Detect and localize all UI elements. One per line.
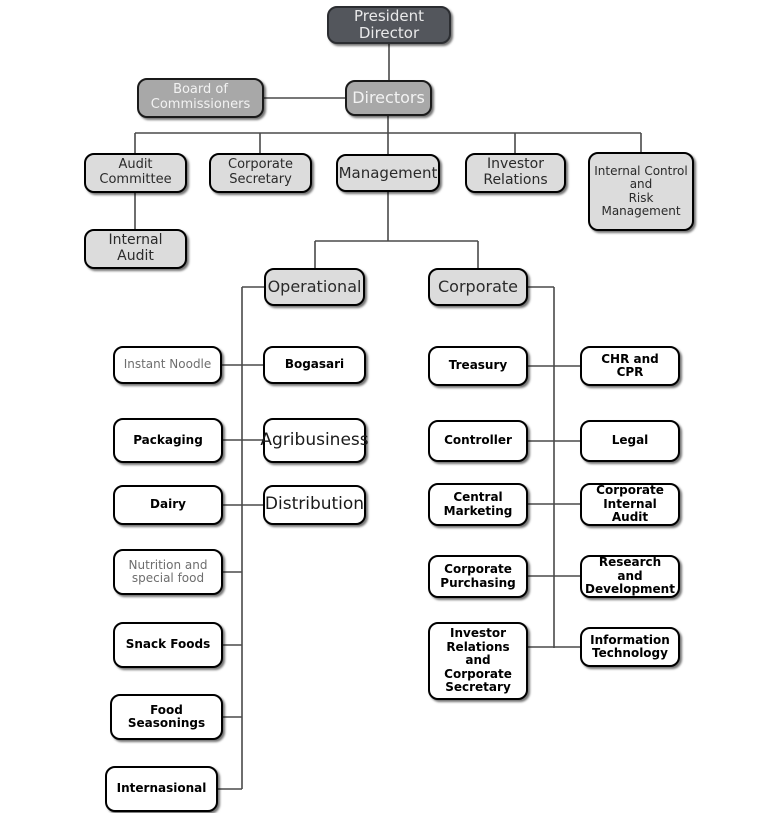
node-packaging[interactable]: Packaging bbox=[113, 418, 223, 463]
node-label-instant-noodle: Instant Noodle bbox=[123, 357, 212, 372]
node-agribusiness[interactable]: Agribusiness bbox=[260, 418, 369, 463]
node-president-director[interactable]: President Director bbox=[327, 6, 451, 44]
node-label-dairy: Dairy bbox=[150, 497, 186, 512]
node-label-directors: Directors bbox=[352, 88, 425, 108]
node-internasional[interactable]: Internasional bbox=[105, 766, 218, 812]
node-label-food-seasonings: Food Seasonings bbox=[127, 702, 206, 730]
node-operational[interactable]: Operational bbox=[264, 268, 365, 306]
node-dairy[interactable]: Dairy bbox=[113, 485, 223, 525]
node-chr-and-cpr[interactable]: CHR and CPR bbox=[580, 346, 680, 386]
node-food-seasonings[interactable]: Food Seasonings bbox=[110, 694, 223, 740]
node-label-internasional: Internasional bbox=[116, 781, 207, 796]
node-label-management: Management bbox=[338, 163, 438, 182]
node-instant-noodle[interactable]: Instant Noodle bbox=[113, 346, 222, 384]
node-label-agribusiness: Agribusiness bbox=[260, 429, 369, 450]
node-label-bogasari: Bogasari bbox=[284, 357, 345, 372]
node-directors[interactable]: Directors bbox=[345, 80, 432, 116]
node-corporate[interactable]: Corporate bbox=[428, 268, 528, 306]
node-legal[interactable]: Legal bbox=[580, 420, 680, 462]
node-bogasari[interactable]: Bogasari bbox=[263, 346, 366, 384]
node-distribution[interactable]: Distribution bbox=[263, 485, 366, 525]
node-label-controller: Controller bbox=[444, 433, 512, 448]
node-label-treasury: Treasury bbox=[448, 358, 508, 373]
node-label-operational: Operational bbox=[267, 277, 362, 297]
node-label-packaging: Packaging bbox=[133, 432, 203, 447]
node-label-distribution: Distribution bbox=[264, 494, 365, 515]
node-snack-foods[interactable]: Snack Foods bbox=[113, 622, 223, 668]
node-controller[interactable]: Controller bbox=[428, 420, 528, 462]
node-label-corporate: Corporate bbox=[438, 277, 518, 297]
node-label-legal: Legal bbox=[611, 433, 649, 448]
node-label-chr-and-cpr: CHR and CPR bbox=[601, 351, 659, 379]
node-management[interactable]: Management bbox=[336, 154, 440, 192]
node-label-president-director: President Director bbox=[354, 7, 424, 42]
node-label-snack-foods: Snack Foods bbox=[125, 637, 211, 652]
node-treasury[interactable]: Treasury bbox=[428, 346, 528, 386]
